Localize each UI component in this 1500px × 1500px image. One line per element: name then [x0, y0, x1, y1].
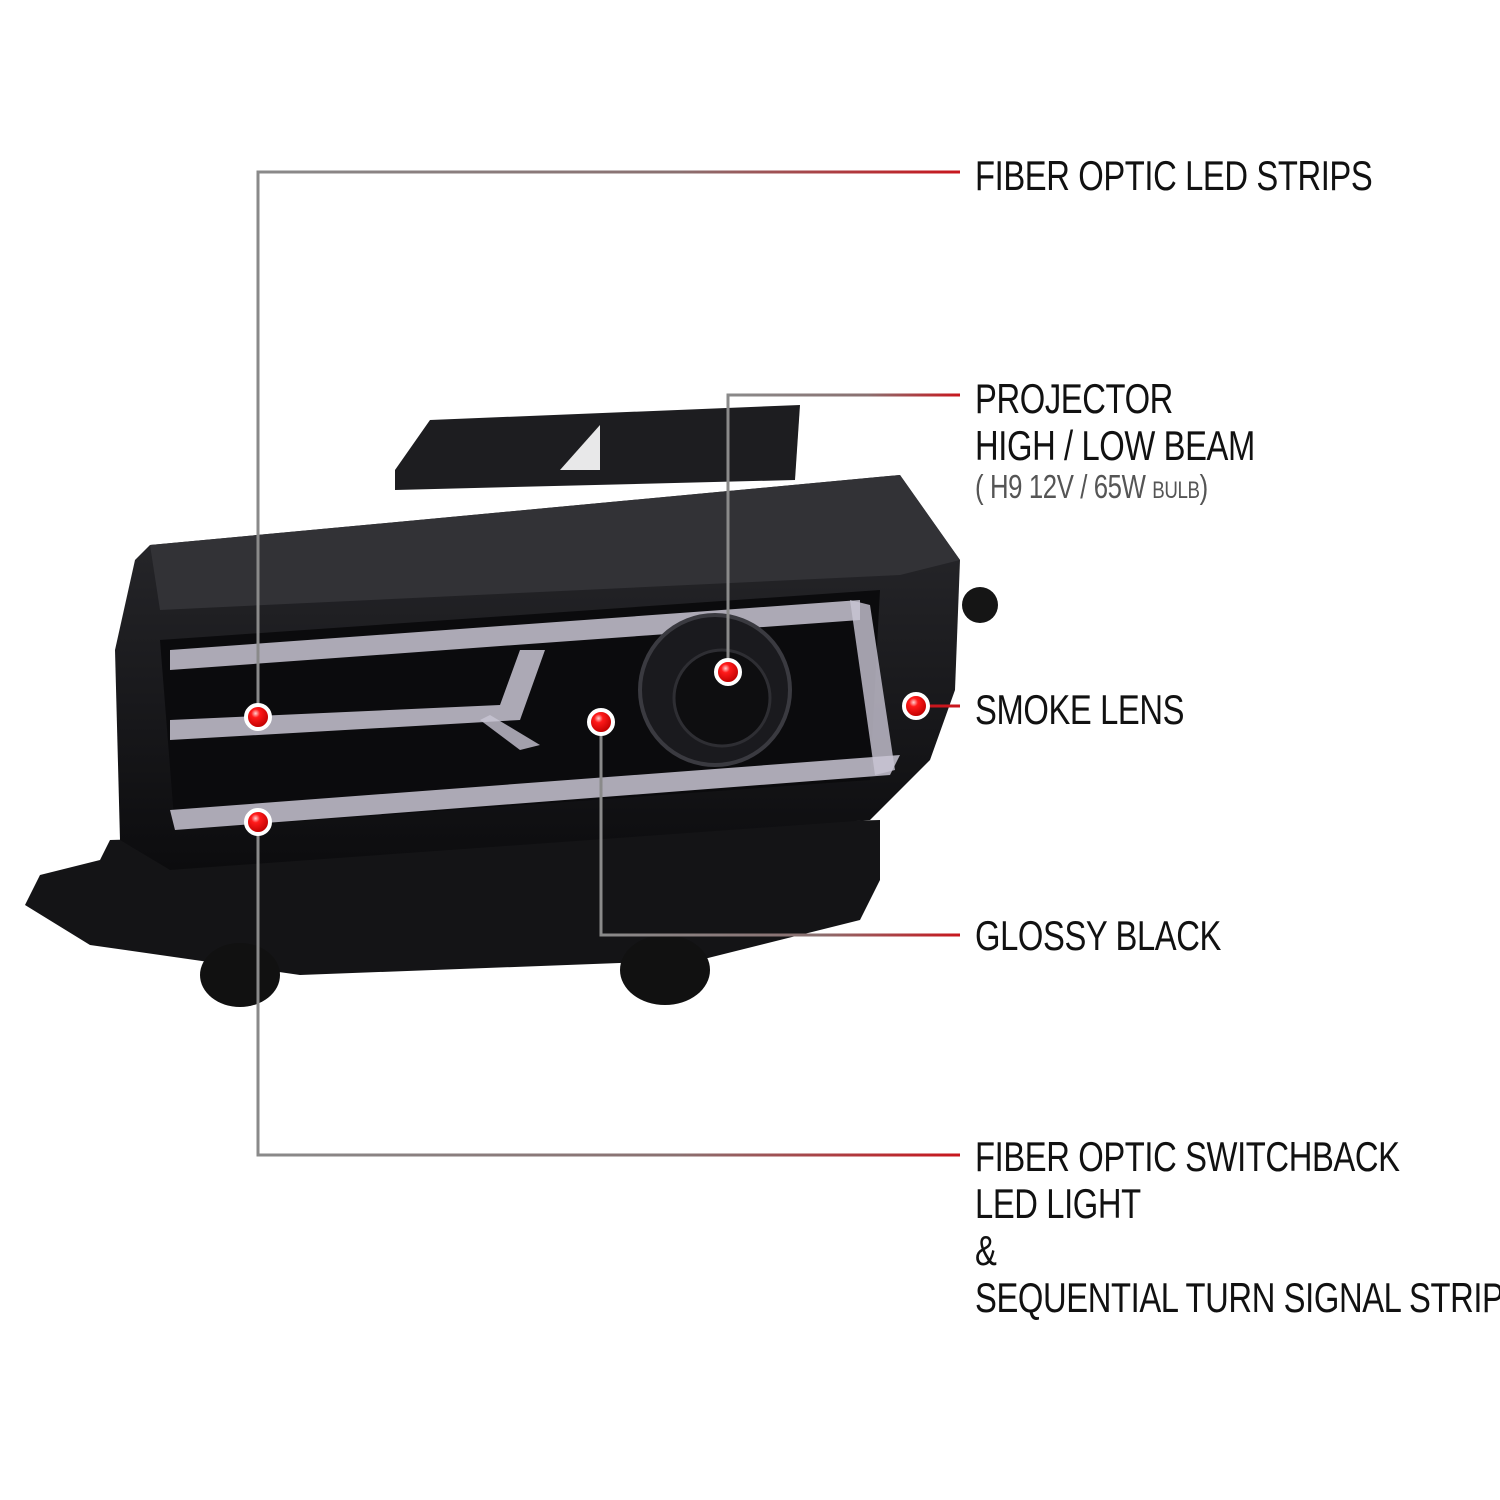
leader-line-projector: [726, 393, 960, 672]
marker-dot: [714, 658, 742, 686]
leader-line-fiber-optic-led-strips: [256, 170, 960, 717]
callout-label: SMOKE LENS: [975, 686, 1185, 733]
callout-glossy-black: GLOSSY BLACK: [975, 912, 1221, 959]
leader-line-switchback: [256, 822, 960, 1157]
callout-label: SEQUENTIAL TURN SIGNAL STRIP: [975, 1274, 1500, 1321]
callout-projector: PROJECTOR HIGH / LOW BEAM ( H9 12V / 65W…: [975, 375, 1255, 509]
callout-label: FIBER OPTIC SWITCHBACK: [975, 1133, 1400, 1180]
marker-dot: [244, 703, 272, 731]
callout-fiber-optic-led-strips: FIBER OPTIC LED STRIPS: [975, 152, 1373, 199]
leader-line-glossy-black: [599, 722, 960, 937]
headlight-housing: [25, 405, 998, 1007]
marker-dot: [587, 708, 615, 736]
callout-label: GLOSSY BLACK: [975, 912, 1222, 959]
callout-label: HIGH / LOW BEAM: [975, 422, 1255, 469]
callout-label: &: [975, 1227, 997, 1274]
marker-dot: [902, 692, 930, 720]
callout-label: LED LIGHT: [975, 1180, 1141, 1227]
callout-label: PROJECTOR: [975, 375, 1173, 422]
callout-switchback: FIBER OPTIC SWITCHBACK LED LIGHT & SEQUE…: [975, 1133, 1500, 1321]
callout-label: FIBER OPTIC LED STRIPS: [975, 152, 1373, 199]
callout-markers: [244, 658, 930, 836]
bulb-spec: ( H9 12V / 65W BULB): [975, 468, 1208, 505]
callout-smoke-lens: SMOKE LENS: [975, 686, 1185, 733]
leader-lines: [256, 170, 960, 1157]
marker-dot: [244, 808, 272, 836]
